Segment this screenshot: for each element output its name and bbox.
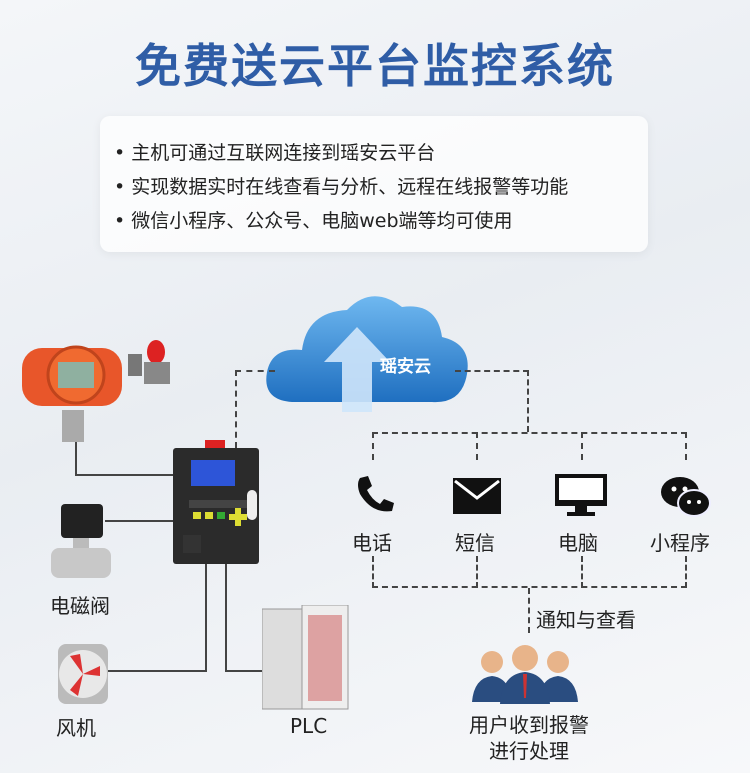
- feature-list: 主机可通过互联网连接到瑶安云平台 实现数据实时在线查看与分析、远程在线报警等功能…: [100, 116, 648, 252]
- channel-label-sms: 短信: [455, 531, 495, 555]
- channel-label-pc: 电脑: [558, 531, 598, 555]
- fan-image: [58, 644, 108, 704]
- users-icon: [472, 645, 578, 704]
- cloud-icon: [266, 296, 468, 412]
- wechat-icon: [660, 474, 712, 524]
- notify-label: 通知与查看: [536, 608, 636, 632]
- page-title: 免费送云平台监控系统: [135, 39, 615, 93]
- user-label-line: 用户收到报警: [469, 713, 589, 737]
- feature-item: 主机可通过互联网连接到瑶安云平台: [114, 136, 648, 170]
- channel-label-phone: 电话: [352, 531, 392, 555]
- feature-item: 微信小程序、公众号、电脑web端等均可使用: [114, 204, 648, 238]
- fan-label: 风机: [56, 716, 96, 740]
- valve-label: 电磁阀: [50, 594, 110, 618]
- monitor-icon: [555, 474, 607, 522]
- feature-item: 实现数据实时在线查看与分析、远程在线报警等功能: [114, 170, 648, 204]
- cloud-label: 瑶安云: [380, 357, 431, 377]
- user-label: 用户收到报警进行处理: [462, 712, 596, 764]
- plc-label: PLC: [290, 714, 328, 738]
- user-label-line: 进行处理: [489, 739, 569, 763]
- mail-icon: [453, 478, 501, 518]
- channel-label-miniprogram: 小程序: [650, 531, 710, 555]
- phone-icon: [352, 472, 396, 520]
- gas-detector-image: [22, 340, 170, 442]
- valve-image: [51, 504, 111, 578]
- controller-image: [173, 440, 259, 564]
- plc-cabinet-image: [262, 605, 349, 710]
